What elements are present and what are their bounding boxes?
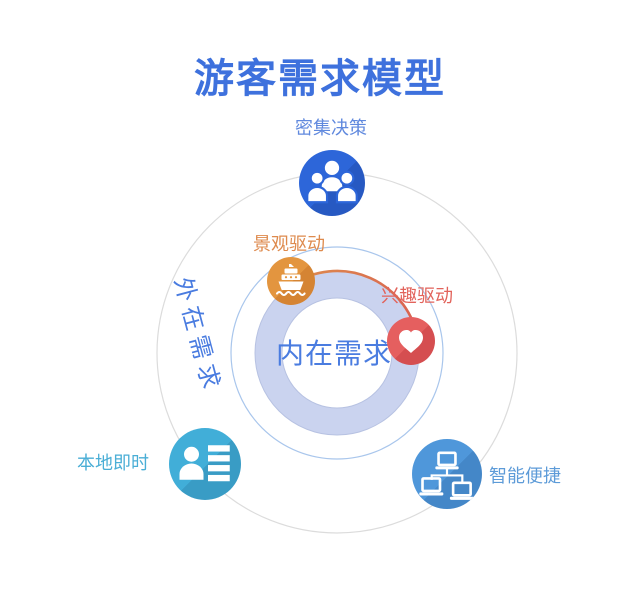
node-label-interest-driven: 兴趣驱动 bbox=[381, 286, 453, 306]
node-label-scenery-driven: 景观驱动 bbox=[253, 234, 325, 254]
node-label-dense-decision: 密集决策 bbox=[295, 118, 367, 138]
inner-demand-label: 内在需求 bbox=[275, 338, 393, 369]
people-group-icon bbox=[299, 150, 365, 216]
contact-list-icon bbox=[169, 428, 241, 500]
heart-icon bbox=[387, 317, 435, 365]
middle-circle bbox=[230, 246, 444, 460]
page-title: 游客需求模型 bbox=[194, 57, 446, 101]
cruise-ship-icon bbox=[267, 257, 315, 305]
node-label-smart-convenient: 智能便捷 bbox=[489, 466, 561, 486]
node-label-local-instant: 本地即时 bbox=[77, 453, 149, 473]
network-icon bbox=[412, 439, 482, 509]
